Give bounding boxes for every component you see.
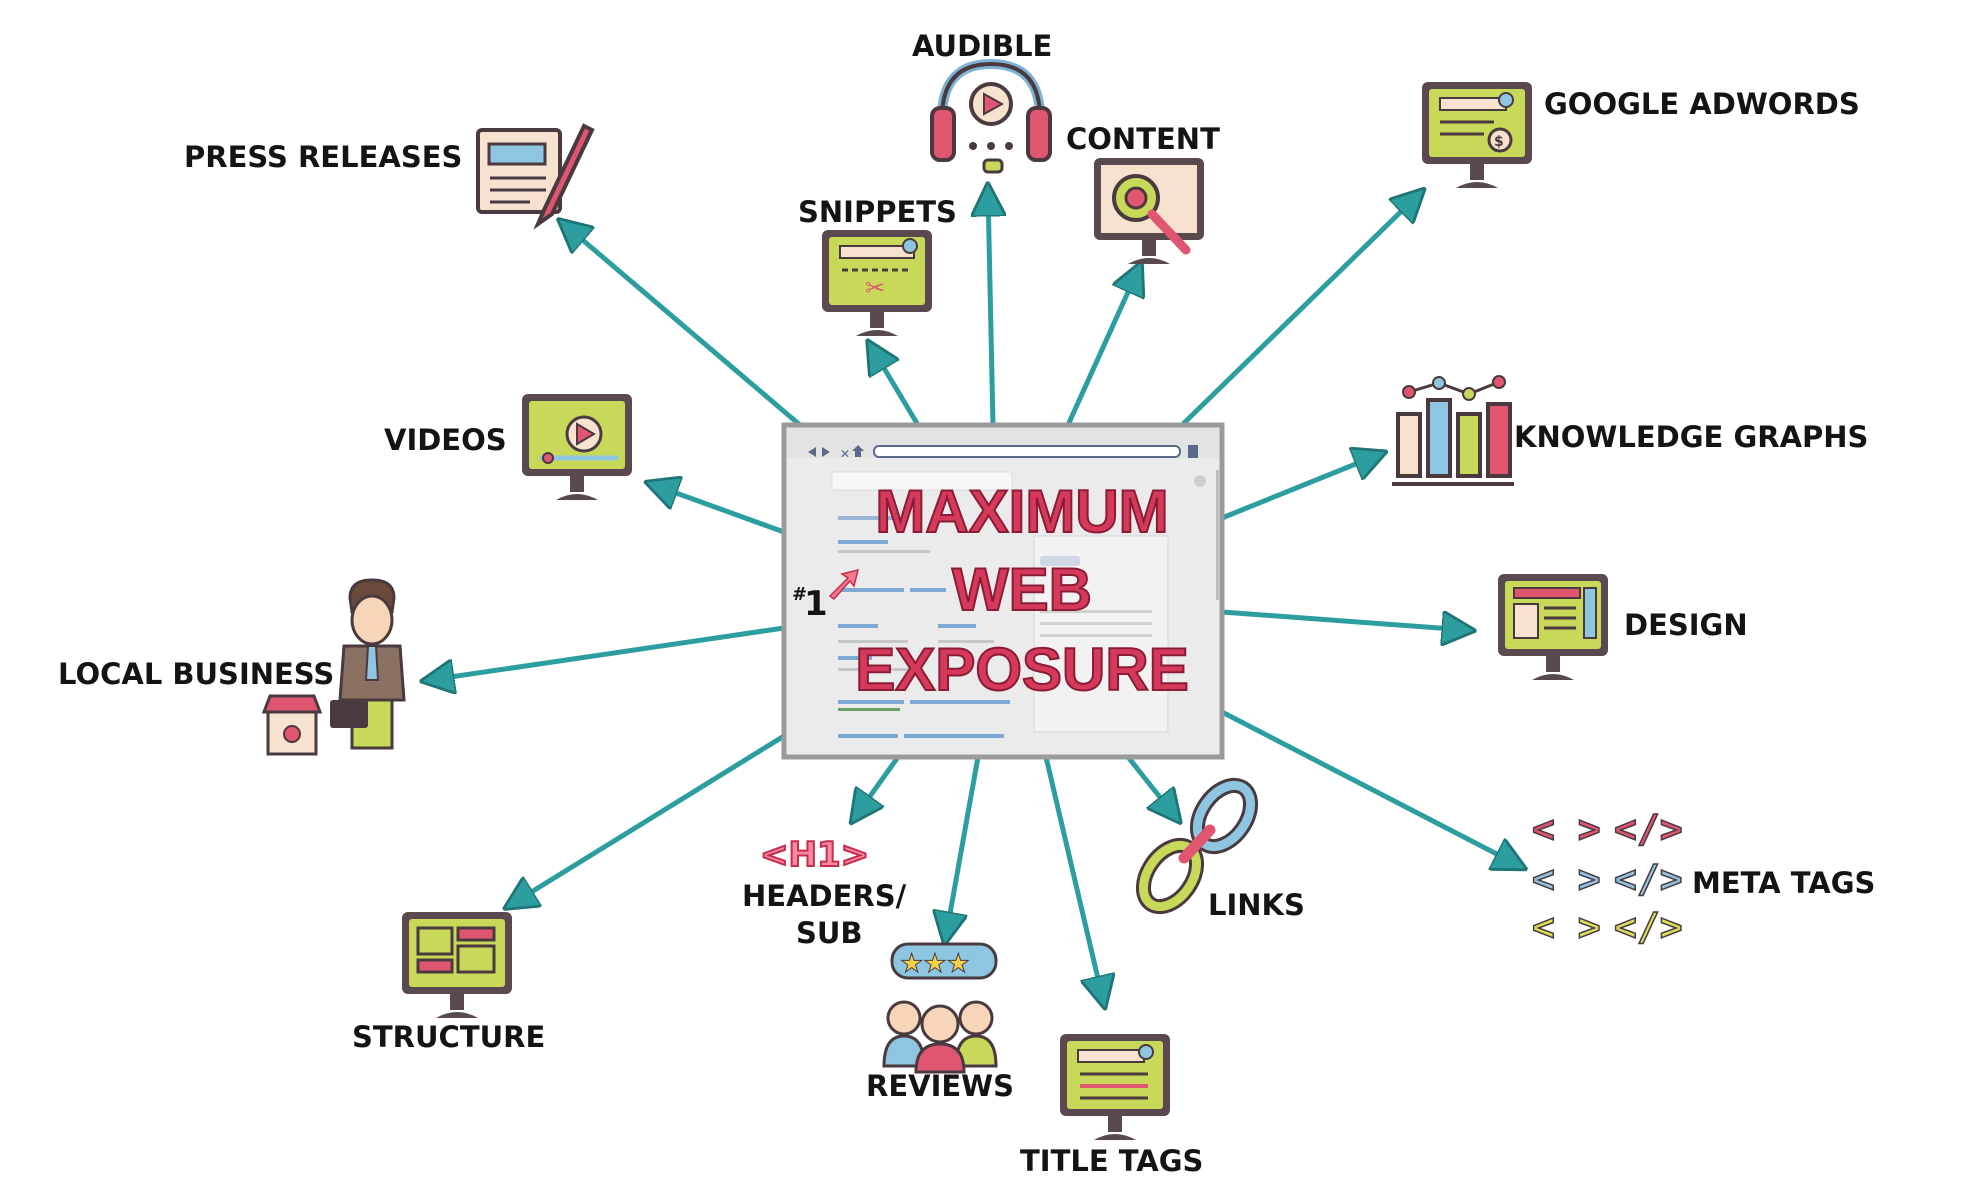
label-audible: AUDIBLE	[912, 29, 1052, 63]
center-title-line1: MAXIMUM	[875, 478, 1168, 545]
arrow-links	[1126, 755, 1175, 816]
monitor-layout-icon	[1498, 574, 1608, 680]
code-open-close-yellow: < >	[1532, 905, 1601, 949]
headers-node: <H1> HEADERS/ SUB	[742, 834, 907, 950]
code-close-tag-yellow: </>	[1614, 905, 1683, 949]
code-open-close-red: < >	[1532, 807, 1601, 851]
arrow-local-business	[430, 625, 785, 680]
browser-nav-icons: ✕	[808, 445, 864, 461]
code-open-close-blue: < >	[1532, 857, 1601, 901]
local-business-node: LOCAL BUSINESS	[58, 578, 406, 756]
headphones-play-icon	[930, 58, 1052, 174]
label-snippets: SNIPPETS	[798, 195, 957, 229]
arrow-headers	[856, 755, 901, 816]
label-meta-tags: META TAGS	[1692, 866, 1875, 900]
label-videos: VIDEOS	[384, 423, 507, 457]
monitor-grid-icon	[402, 912, 512, 1018]
label-design: DESIGN	[1624, 608, 1748, 642]
content-node: CONTENT	[1066, 122, 1220, 264]
design-node: DESIGN	[1498, 574, 1748, 680]
label-structure: STRUCTURE	[352, 1020, 545, 1054]
label-knowledge-graphs: KNOWLEDGE GRAPHS	[1514, 420, 1868, 454]
arrow-press-releases	[565, 225, 802, 427]
label-headers-line1: HEADERS/	[742, 879, 907, 913]
monitor-magnifier-icon	[1094, 158, 1204, 264]
people-stars-icon: ★★★	[882, 942, 998, 1074]
svg-text:✂: ✂	[865, 274, 885, 302]
rank-arrow-icon	[828, 568, 860, 601]
label-title-tags: TITLE TAGS	[1020, 1144, 1203, 1178]
svg-text:★★★: ★★★	[900, 949, 970, 979]
code-close-tag-red: </>	[1614, 807, 1683, 851]
arrow-structure	[512, 733, 786, 904]
center-title-line3: EXPOSURE	[855, 636, 1188, 703]
monitor-scissors-icon: ✂	[822, 230, 932, 336]
monitor-video-icon	[522, 394, 632, 500]
label-google-adwords: GOOGLE ADWORDS	[1544, 87, 1860, 121]
arrow-google-adwords	[1180, 195, 1418, 427]
label-reviews: REVIEWS	[866, 1069, 1014, 1103]
arrow-design	[1221, 609, 1466, 630]
audible-node: AUDIBLE	[912, 29, 1052, 174]
h1-tag-icon: <H1>	[760, 835, 869, 875]
address-bar	[873, 445, 1181, 458]
search-bar	[831, 471, 1013, 491]
monitor-title-icon	[1060, 1034, 1170, 1140]
monitor-ad-icon: $	[1422, 82, 1532, 188]
title-tags-node: TITLE TAGS	[1020, 1034, 1203, 1178]
press-releases-node: PRESS RELEASES	[184, 123, 595, 230]
arrow-title-tags	[1043, 756, 1103, 1000]
document-pen-icon	[476, 123, 595, 230]
center-browser: ✕ #	[781, 422, 1225, 760]
links-node: LINKS	[1135, 777, 1305, 922]
arrows	[430, 192, 1518, 1000]
arrow-videos	[654, 485, 785, 535]
google-adwords-node: GOOGLE ADWORDS $	[1422, 82, 1860, 188]
knowledge-graphs-node: KNOWLEDGE GRAPHS	[1392, 375, 1868, 486]
arrow-reviews	[946, 756, 981, 936]
code-brackets-icon: < > </> < > </> < > </>	[1531, 806, 1683, 950]
svg-text:✕: ✕	[840, 447, 850, 461]
chain-link-icon	[1135, 777, 1259, 915]
arrow-meta-tags	[1220, 709, 1518, 865]
label-links: LINKS	[1208, 888, 1305, 922]
rank-number: 1	[804, 584, 828, 624]
label-local-business: LOCAL BUSINESS	[58, 657, 334, 691]
meta-tags-node: META TAGS < > </> < > </> < > </>	[1531, 806, 1875, 950]
serp-lines	[838, 516, 1152, 738]
videos-node: VIDEOS	[384, 394, 632, 500]
label-content: CONTENT	[1066, 122, 1220, 156]
reviews-node: REVIEWS ★★★	[866, 942, 1014, 1103]
arrow-audible	[988, 192, 993, 426]
arrow-snippets	[872, 348, 921, 427]
arrow-knowledge-graphs	[1221, 455, 1378, 521]
rank-hash: #	[792, 584, 807, 605]
arrow-content	[1065, 270, 1138, 427]
label-press-releases: PRESS RELEASES	[184, 140, 462, 174]
bar-chart-icon	[1392, 375, 1514, 486]
label-headers-line2: SUB	[796, 916, 863, 950]
snippets-node: SNIPPETS ✂	[798, 195, 957, 336]
code-close-tag-blue: </>	[1614, 857, 1683, 901]
structure-node: STRUCTURE	[352, 912, 545, 1054]
businessman-store-icon	[261, 578, 406, 756]
svg-text:$: $	[1494, 134, 1504, 150]
center-title-line2: WEB	[952, 556, 1092, 623]
